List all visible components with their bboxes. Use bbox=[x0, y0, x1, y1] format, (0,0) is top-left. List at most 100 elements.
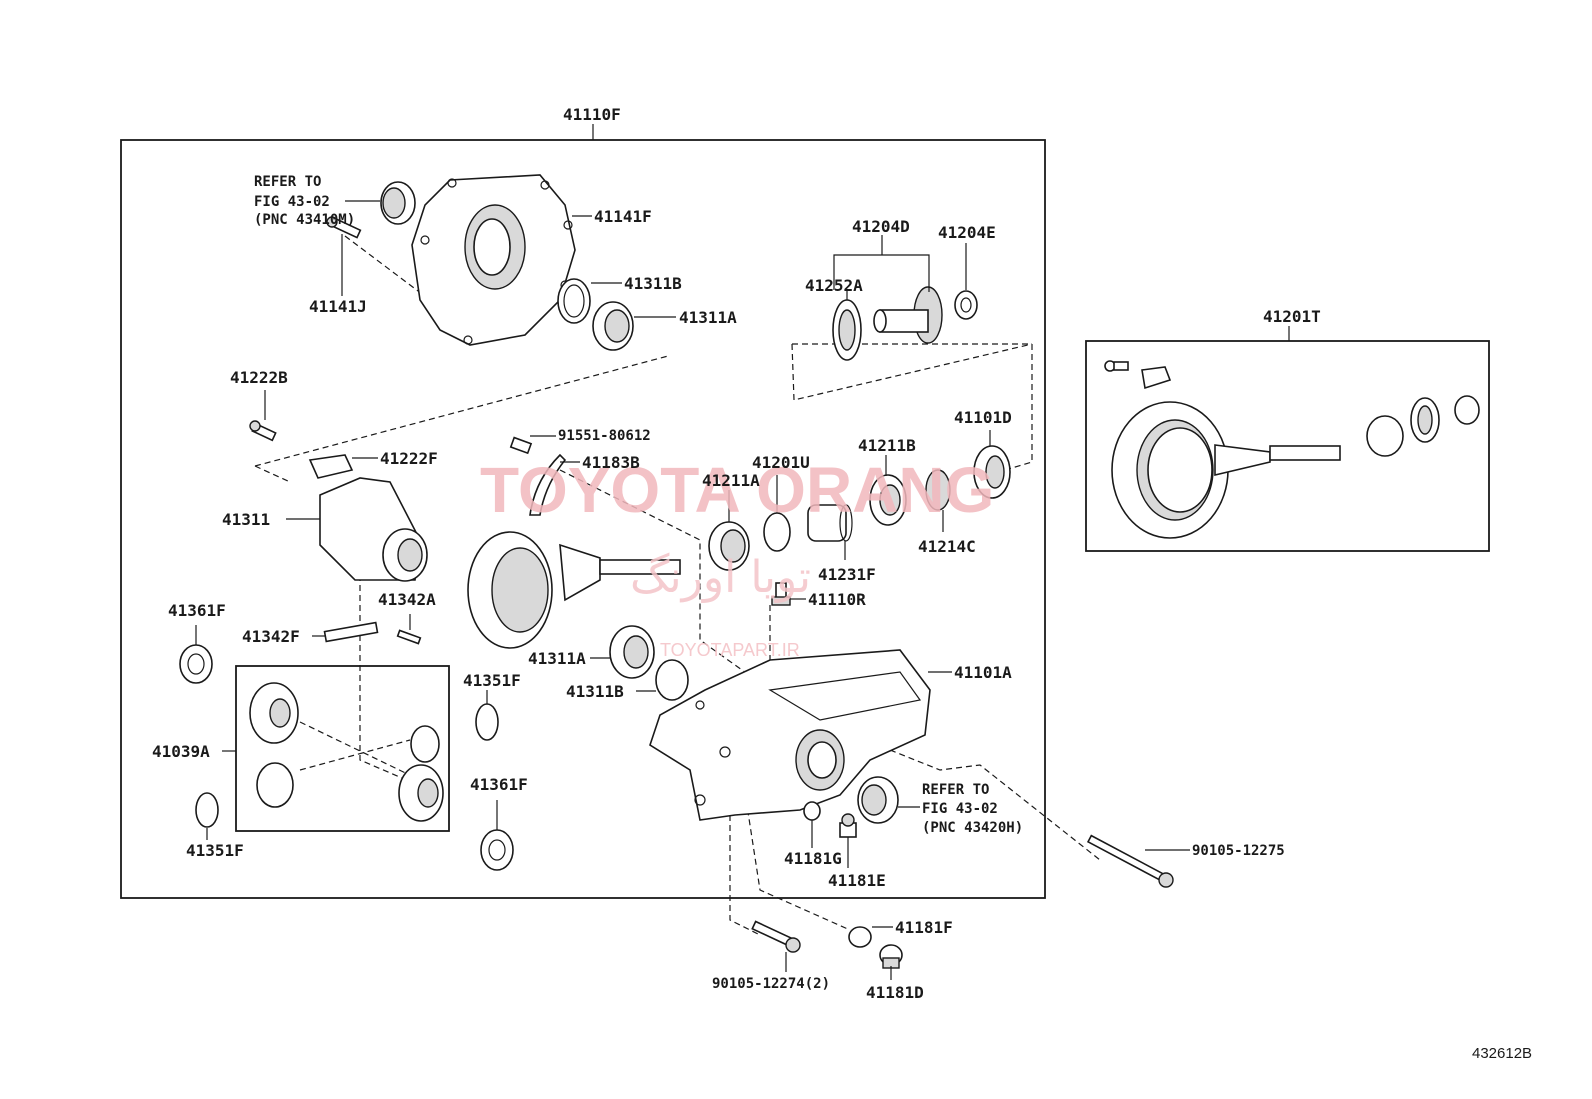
thrust-washer-41361F-bot bbox=[480, 829, 514, 871]
watermark-arabic: تویا اورنگ bbox=[630, 552, 811, 603]
label-41211B: 41211B bbox=[858, 436, 916, 455]
label-91551: 91551-80612 bbox=[558, 428, 651, 444]
label-41141J: 41141J bbox=[309, 297, 367, 316]
breather-plug-41110R bbox=[771, 582, 791, 606]
label-41361F-top: 41361F bbox=[168, 601, 226, 620]
gasket-41181G bbox=[803, 801, 821, 821]
label-90105-12274: 90105-12274(2) bbox=[712, 976, 830, 992]
label-41110R: 41110R bbox=[808, 590, 866, 609]
label-41214C: 41214C bbox=[918, 537, 976, 556]
carrier-housing-41101A bbox=[649, 649, 931, 821]
label-41101D: 41101D bbox=[954, 408, 1012, 427]
assembly-box-41110F bbox=[120, 139, 1046, 899]
label-41311A-top: 41311A bbox=[679, 308, 737, 327]
label-41351F-mid: 41351F bbox=[463, 671, 521, 690]
dust-deflector-41252A bbox=[832, 299, 862, 361]
label-41110F: 41110F bbox=[563, 105, 621, 124]
spacer-41231F bbox=[807, 504, 853, 542]
label-41231F: 41231F bbox=[818, 565, 876, 584]
differential-case-41311 bbox=[319, 477, 428, 582]
dashed-line-pinion-group bbox=[792, 343, 1033, 471]
label-41351F-bot: 41351F bbox=[186, 841, 244, 860]
watermark-site: TOYOTAPART.IR bbox=[660, 640, 800, 660]
refer-top-line1: REFER TO bbox=[254, 174, 321, 190]
seal-41311B-mid bbox=[655, 659, 689, 701]
refer-top-line3: (PNC 43410M) bbox=[254, 212, 355, 228]
label-41252A: 41252A bbox=[805, 276, 863, 295]
bearing-41211A bbox=[708, 521, 750, 571]
subassembly-box-41039A bbox=[235, 665, 450, 832]
bolt-41222B bbox=[249, 420, 277, 442]
bearing-41101D bbox=[973, 445, 1011, 499]
label-41311B: 41311B bbox=[624, 274, 682, 293]
pin-41342A bbox=[396, 629, 422, 645]
label-41201T: 41201T bbox=[1263, 307, 1321, 326]
thrust-washer-41361F-top bbox=[179, 644, 213, 684]
nut-41204E bbox=[954, 290, 978, 320]
watermark-main: TOYOTA ORANG bbox=[480, 454, 994, 526]
label-41201U: 41201U bbox=[752, 453, 810, 472]
figure-number: 432612B bbox=[1472, 1045, 1532, 1062]
label-41311A-mid: 41311A bbox=[528, 649, 586, 668]
bolt-91551-80612 bbox=[509, 436, 533, 455]
front-cover-41141F bbox=[411, 174, 576, 346]
label-41101A: 41101A bbox=[954, 663, 1012, 682]
label-41183B: 41183B bbox=[582, 453, 640, 472]
dashed-line-cover-to-case bbox=[254, 355, 669, 467]
refer-bottom-line2: FIG 43-02 bbox=[922, 801, 998, 817]
pinion-gear-1 bbox=[256, 762, 294, 808]
lock-plate-41222F bbox=[308, 454, 354, 479]
label-41311: 41311 bbox=[222, 510, 270, 529]
bolt-90105-12275 bbox=[1086, 834, 1174, 888]
label-41181D: 41181D bbox=[866, 983, 924, 1002]
label-41181G: 41181G bbox=[784, 849, 842, 868]
side-gear-1 bbox=[249, 682, 299, 744]
oil-seal-refer-bottom bbox=[857, 776, 899, 824]
ring-gear-pinion-set-41201T bbox=[1104, 360, 1480, 539]
label-41361F-bot: 41361F bbox=[470, 775, 528, 794]
companion-flange-41204D bbox=[873, 286, 943, 344]
thrust-washer-41351F-mid bbox=[475, 703, 499, 741]
seal-41311B bbox=[557, 278, 591, 324]
ring-gear-center bbox=[467, 531, 681, 649]
label-41222F: 41222F bbox=[380, 449, 438, 468]
bearing-41311A-top bbox=[592, 301, 634, 351]
washer-41214C bbox=[925, 469, 951, 511]
dashed-line-bolt-bottom bbox=[729, 805, 761, 936]
dashed-line-gears bbox=[299, 721, 421, 781]
label-41342F: 41342F bbox=[242, 627, 300, 646]
label-41204E: 41204E bbox=[938, 223, 996, 242]
label-41181E: 41181E bbox=[828, 871, 886, 890]
refer-bottom-line3: (PNC 43420H) bbox=[922, 820, 1023, 836]
label-41204D: 41204D bbox=[852, 217, 910, 236]
side-gear-2 bbox=[398, 764, 444, 822]
label-41342A: 41342A bbox=[378, 590, 436, 609]
nut-41183B bbox=[529, 453, 567, 516]
refer-top-line2: FIG 43-02 bbox=[254, 194, 330, 210]
bolt-90105-12274 bbox=[751, 920, 801, 953]
dashed-line-gears-2 bbox=[299, 739, 411, 771]
bolt-41141J bbox=[326, 216, 362, 239]
dashed-line-bolt-right bbox=[889, 749, 1101, 861]
plug-41181D bbox=[879, 944, 903, 969]
oil-seal-refer-top bbox=[380, 181, 416, 225]
plug-41181E bbox=[839, 813, 857, 838]
bearing-41311A-mid bbox=[609, 625, 655, 679]
thrust-washer-41351F-bot bbox=[195, 792, 219, 828]
assembly-box-41201T bbox=[1085, 340, 1490, 552]
dashed-line-pinion-group-left bbox=[791, 343, 1033, 401]
refer-bottom-line1: REFER TO bbox=[922, 782, 989, 798]
label-41211A: 41211A bbox=[702, 471, 760, 490]
label-41039A: 41039A bbox=[152, 742, 210, 761]
bearing-41211B bbox=[869, 474, 907, 526]
dashed-line-bolt-cover bbox=[344, 235, 431, 301]
label-41141F: 41141F bbox=[594, 207, 652, 226]
label-41181F: 41181F bbox=[895, 918, 953, 937]
dashed-line-left-frame bbox=[254, 465, 291, 483]
gasket-41181F bbox=[848, 926, 872, 948]
pinion-gear-2 bbox=[410, 725, 440, 763]
label-90105-12275: 90105-12275 bbox=[1192, 843, 1285, 859]
pinion-shaft-41342F bbox=[323, 621, 379, 643]
label-41222B: 41222B bbox=[230, 368, 288, 387]
